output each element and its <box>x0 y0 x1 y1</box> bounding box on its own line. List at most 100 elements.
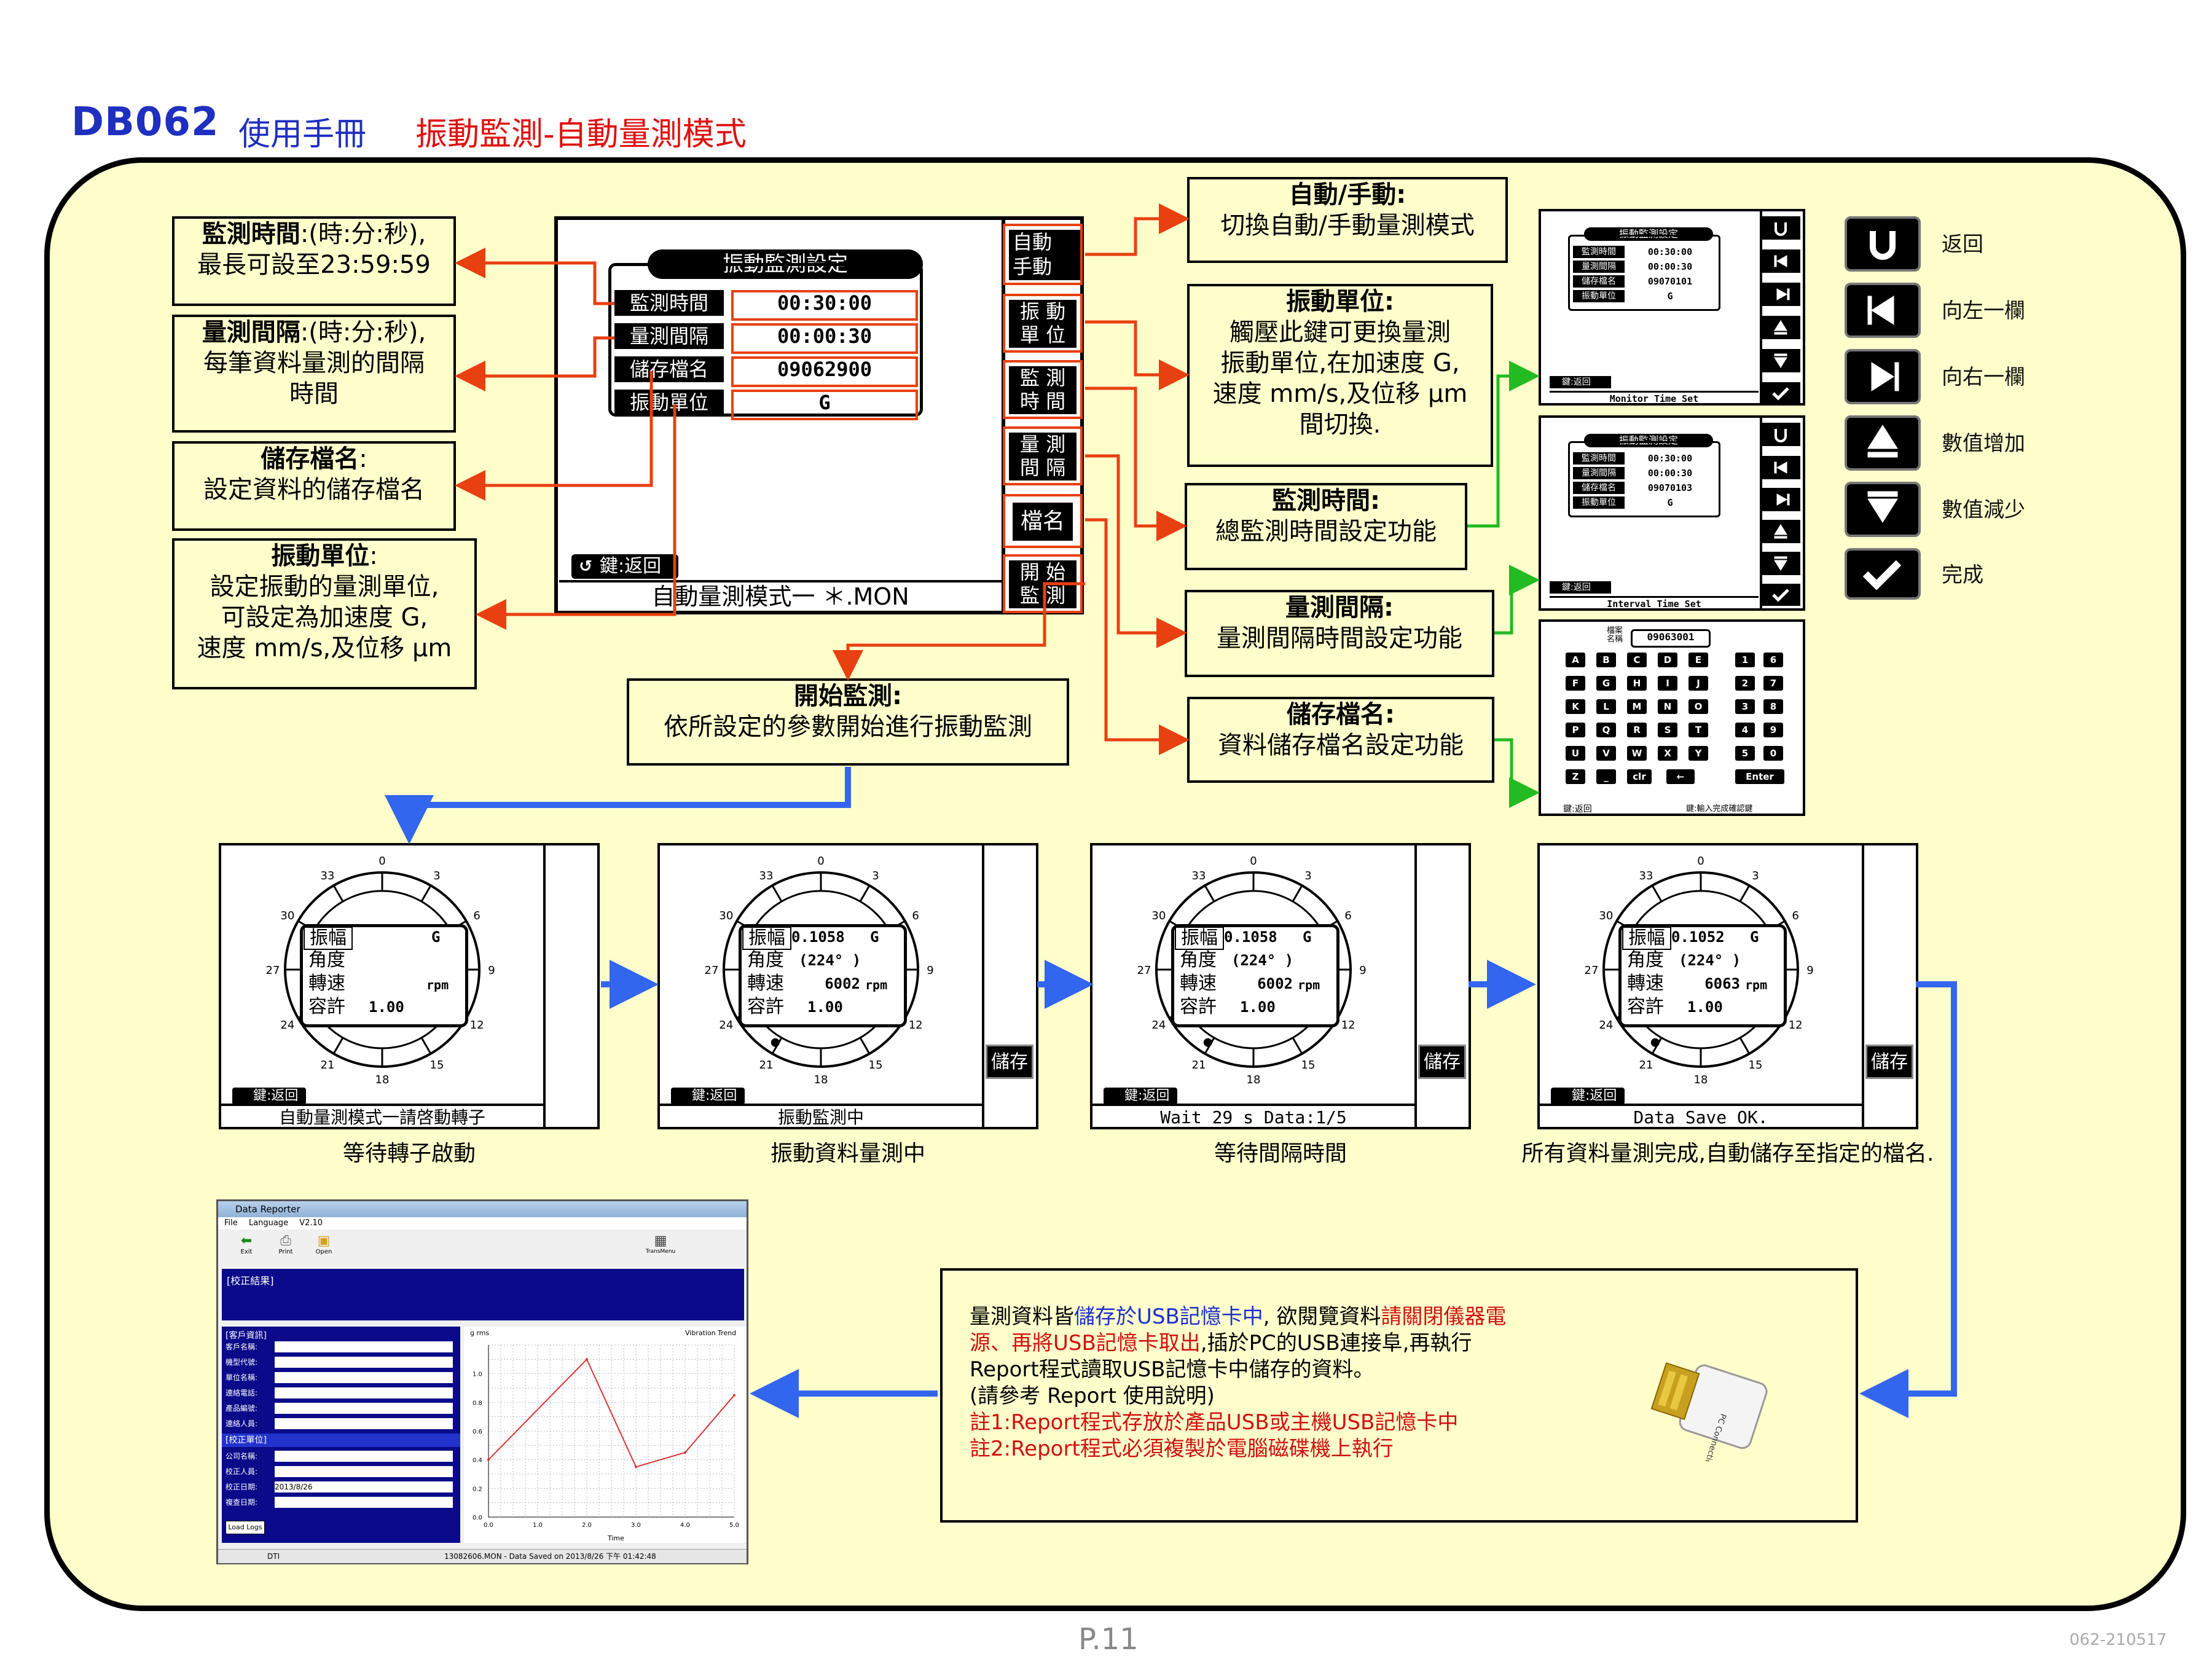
load-logs-button[interactable]: Load Logs <box>226 1521 265 1534</box>
calib-field-input[interactable]: 2013/8/26 <box>275 1481 453 1492</box>
dial-caption-3: 等待間隔時間 <box>1214 1141 1347 1166</box>
key-b[interactable]: B <box>1596 653 1616 667</box>
menu-version[interactable]: V2.10 <box>299 1218 323 1228</box>
legend-label-return: 返回 <box>1942 232 1983 257</box>
key-enter[interactable]: Enter <box>1735 769 1784 784</box>
key-4[interactable]: 4 <box>1735 723 1755 737</box>
save-button[interactable]: 儲存 <box>1418 1045 1466 1079</box>
calib-field-input[interactable] <box>275 1451 453 1462</box>
chart-xtick: 4.0 <box>680 1522 690 1529</box>
key-d[interactable]: D <box>1658 653 1677 667</box>
row-value-unit[interactable]: G <box>731 390 918 420</box>
key-6[interactable]: 6 <box>1763 653 1783 667</box>
key-y[interactable]: Y <box>1688 746 1708 761</box>
chart-ytick: 1.0 <box>473 1371 482 1378</box>
key-x[interactable]: X <box>1658 746 1677 761</box>
key-7[interactable]: 7 <box>1763 676 1783 691</box>
key-c[interactable]: C <box>1627 653 1647 667</box>
customer-field-input[interactable] <box>275 1403 453 1414</box>
customer-field-label: 單位名稱: <box>226 1373 258 1382</box>
dial-back-key[interactable]: 鍵:返回 <box>232 1088 306 1105</box>
mini-key-return-2 <box>1761 423 1800 446</box>
key-s[interactable]: S <box>1658 723 1677 737</box>
save-button[interactable]: 儲存 <box>986 1045 1033 1079</box>
row-value-interval[interactable]: 00:00:30 <box>731 323 918 354</box>
key-1[interactable]: 1 <box>1735 653 1755 667</box>
customer-field-input[interactable] <box>275 1387 453 1398</box>
key-l[interactable]: L <box>1596 699 1616 714</box>
softkey-start[interactable]: 開 始監 測 <box>1003 554 1083 613</box>
softkey-interval[interactable]: 量 測間 隔 <box>1003 426 1083 485</box>
calib-field-input[interactable] <box>275 1466 453 1477</box>
key-underscore[interactable]: _ <box>1596 769 1616 784</box>
left-box-unit: 振動單位: 設定振動的量測單位, 可設定為加速度 G, 速度 mm/s,及位移 … <box>172 538 477 689</box>
key-v[interactable]: V <box>1596 746 1616 761</box>
key-j[interactable]: J <box>1688 676 1708 691</box>
chart-ytick: 0.8 <box>473 1400 482 1406</box>
row-value-filename[interactable]: 09062900 <box>731 356 918 387</box>
key-8[interactable]: 8 <box>1763 699 1783 714</box>
softkey-monitor-time[interactable]: 監 測時 間 <box>1003 360 1083 419</box>
key-2[interactable]: 2 <box>1735 676 1755 691</box>
row-label-filename: 儲存檔名 <box>614 356 724 382</box>
tool-open[interactable]: ▣Open <box>310 1233 337 1258</box>
right-box-monitor-time: 監測時間:總監測時間設定功能 <box>1185 483 1467 570</box>
customer-field-input[interactable] <box>275 1372 453 1383</box>
key-t[interactable]: T <box>1688 723 1708 737</box>
dial-spoke <box>1739 1037 1751 1054</box>
calib-field-input[interactable] <box>275 1497 453 1508</box>
softkey-auto-manual[interactable]: 自動手動 <box>1003 224 1083 285</box>
report-menubar: File Language V2.10 <box>218 1217 747 1230</box>
info-segment: 儲存於USB記憶卡中 <box>1074 1304 1263 1329</box>
softkey-filename[interactable]: 檔名 <box>1003 494 1083 548</box>
key-clr[interactable]: clr <box>1627 769 1652 784</box>
customer-field-input[interactable] <box>275 1357 453 1368</box>
key-9[interactable]: 9 <box>1763 723 1783 737</box>
filename-input[interactable]: 09063001 <box>1631 629 1711 648</box>
customer-field-input[interactable] <box>275 1418 453 1429</box>
dial-tick-label: 6 <box>912 909 919 922</box>
dial-back-key[interactable]: 鍵:返回 <box>1104 1088 1177 1105</box>
key-f[interactable]: F <box>1566 676 1585 691</box>
key-0[interactable]: 0 <box>1763 746 1783 761</box>
key-3[interactable]: 3 <box>1735 699 1755 714</box>
key-q[interactable]: Q <box>1596 723 1616 737</box>
dial-tick-label: 15 <box>430 1059 444 1072</box>
key-k[interactable]: K <box>1566 699 1585 714</box>
key-z[interactable]: Z <box>1566 769 1585 784</box>
key-n[interactable]: N <box>1658 699 1677 714</box>
key-backspace[interactable]: ← <box>1666 769 1695 784</box>
dial-tick-label: 21 <box>1639 1059 1653 1072</box>
row-label-unit: 振動單位 <box>614 390 724 415</box>
key-w[interactable]: W <box>1627 746 1647 761</box>
key-o[interactable]: O <box>1688 699 1708 714</box>
customer-field-input[interactable] <box>275 1341 453 1352</box>
key-r[interactable]: R <box>1627 723 1647 737</box>
dial-rpm <box>369 973 422 994</box>
softkey-unit[interactable]: 振 動單 位 <box>1003 294 1083 353</box>
menu-language[interactable]: Language <box>248 1218 289 1228</box>
row-value-monitor[interactable]: 00:30:00 <box>731 290 918 321</box>
key-m[interactable]: M <box>1627 699 1647 714</box>
tool-transmenu[interactable]: ▦TransMenu <box>642 1233 679 1258</box>
key-5[interactable]: 5 <box>1735 746 1755 761</box>
key-e[interactable]: E <box>1688 653 1708 667</box>
dial-back-key[interactable]: 鍵:返回 <box>1551 1088 1625 1105</box>
save-button[interactable]: 儲存 <box>1865 1045 1913 1079</box>
legend-label-right: 向右一欄 <box>1942 365 2025 390</box>
dial-amplitude: 0.1058 <box>1224 928 1277 946</box>
key-p[interactable]: P <box>1566 723 1585 737</box>
dial-spoke <box>1292 1037 1303 1054</box>
dial-back-key[interactable]: 鍵:返回 <box>671 1088 745 1105</box>
mini-key-check-2 <box>1761 584 1800 606</box>
dial-angle: (224° ) <box>799 952 861 969</box>
key-u[interactable]: U <box>1566 746 1585 761</box>
key-a[interactable]: A <box>1566 653 1585 667</box>
key-i[interactable]: I <box>1658 676 1677 691</box>
menu-file[interactable]: File <box>224 1218 238 1228</box>
key-h[interactable]: H <box>1627 676 1647 691</box>
tool-exit[interactable]: ⬅Exit <box>234 1233 259 1258</box>
tool-print[interactable]: ⎙Print <box>273 1233 298 1258</box>
key-g[interactable]: G <box>1596 676 1616 691</box>
